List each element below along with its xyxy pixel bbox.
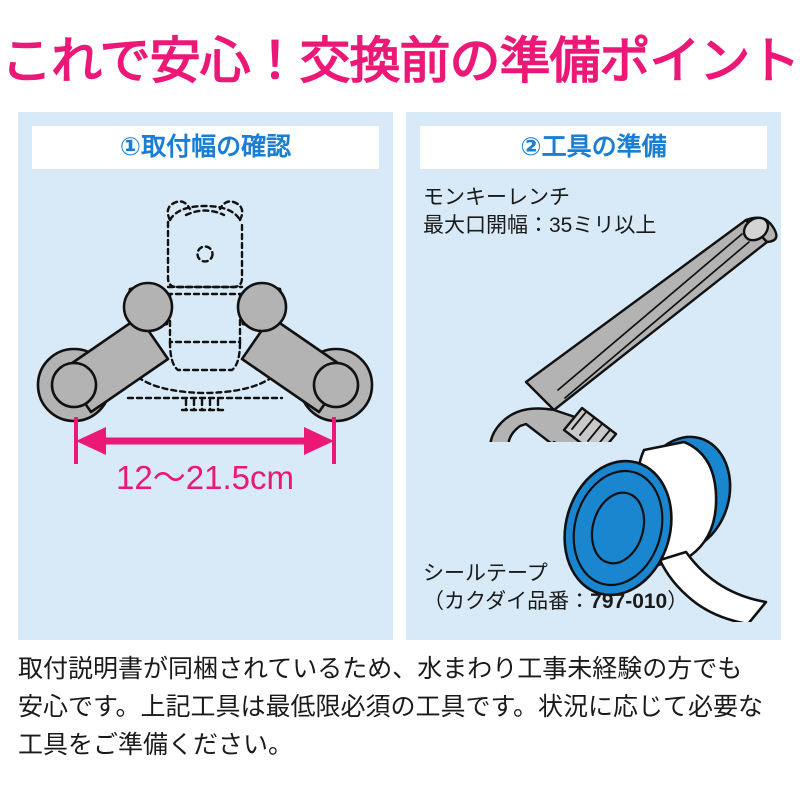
width-dimension-arrow — [74, 417, 336, 464]
seal-tape-illustration — [526, 432, 781, 626]
page-title: これで安心！交換前の準備ポイント — [0, 26, 800, 96]
monkey-wrench-svg — [489, 216, 778, 498]
wrench-caption-line1: モンキーレンチ — [423, 186, 570, 209]
bottom-note-line-2: 安心です。上記工具は最低限必須の工具です。状況に応じて必要な — [18, 693, 764, 721]
seal-tape-code-prefix: （カクダイ品番： — [423, 589, 591, 613]
panel-1-header-text: ①取付幅の確認 — [119, 133, 292, 161]
faucet-diagram-svg: 12〜21.5cm — [36, 200, 374, 496]
seal-tape-caption: シールテープ （カクダイ品番：797-010） — [423, 560, 688, 615]
panel-2-header: ②工具の準備 — [420, 126, 767, 169]
seal-tape-code-suffix: ） — [667, 589, 689, 613]
bottom-note-line-3: 工具をご準備ください。 — [18, 731, 294, 759]
wrench-caption: モンキーレンチ 最大口開幅：35ミリ以上 — [423, 184, 656, 239]
bottom-note-line-1: 取付説明書が同梱されているため、水まわり工事未経験の方でも — [18, 655, 743, 683]
faucet-diagram: 12〜21.5cm — [18, 174, 393, 640]
panel-mounting-width: ①取付幅の確認 — [18, 112, 393, 640]
right-eccentric-arm — [236, 281, 374, 423]
seal-tape-svg — [563, 435, 768, 626]
seal-tape-code: 797-010 — [590, 589, 668, 613]
panels-container: ①取付幅の確認 — [18, 112, 782, 640]
width-dimension-label: 12〜21.5cm — [116, 459, 294, 496]
seal-tape-caption-line2: （カクダイ品番：797-010） — [423, 588, 688, 616]
panel-1-header: ①取付幅の確認 — [32, 126, 379, 169]
panel-tool-preparation: ②工具の準備 モンキーレンチ 最大口開幅：35ミリ以上 — [406, 112, 781, 640]
bottom-note: 取付説明書が同梱されているため、水まわり工事未経験の方でも 安心です。上記工具は… — [18, 650, 788, 764]
seal-tape-caption-line1: シールテープ — [423, 562, 548, 585]
page-title-text: これで安心！交換前の準備ポイント — [0, 33, 800, 89]
left-eccentric-arm — [36, 281, 174, 423]
monkey-wrench-illustration — [446, 212, 781, 498]
panel-2-header-text: ②工具の準備 — [520, 133, 667, 161]
wrench-caption-line2: 最大口開幅：35ミリ以上 — [423, 213, 657, 237]
